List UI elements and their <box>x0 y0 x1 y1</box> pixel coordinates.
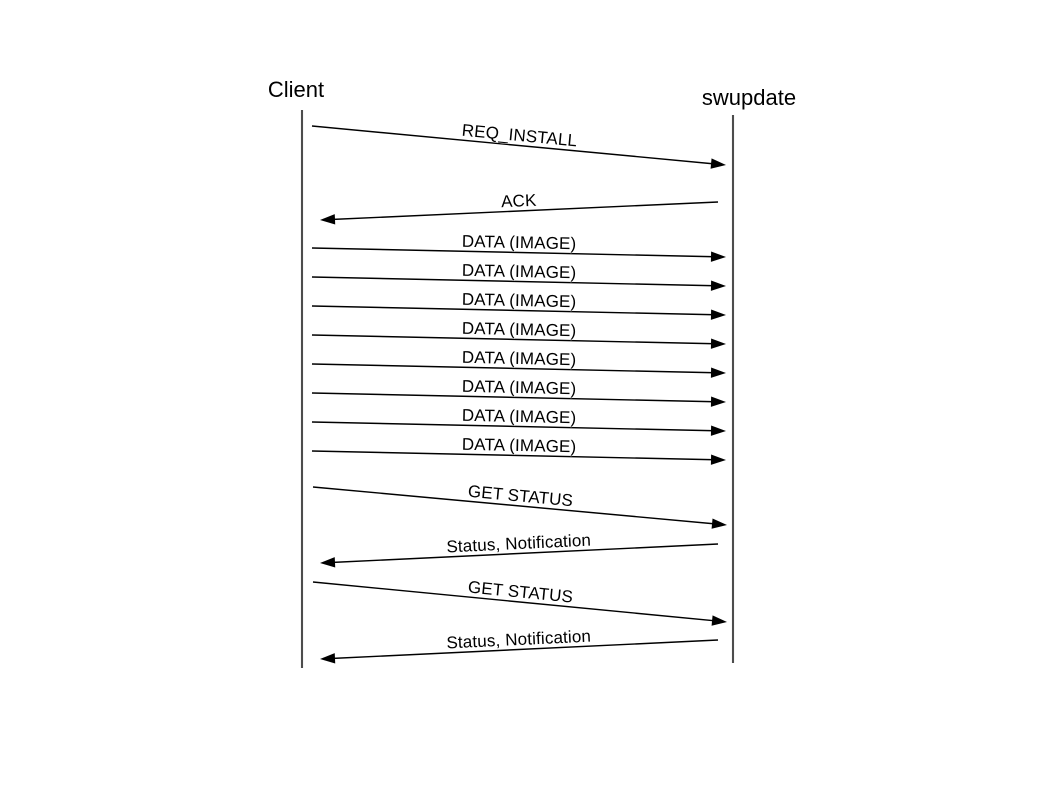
message-line <box>311 125 716 165</box>
message-arrowhead <box>710 280 726 291</box>
message-label-halo: DATA (IMAGE) <box>462 406 577 427</box>
message-label-halo: DATA (IMAGE) <box>462 232 577 253</box>
message-line <box>312 581 717 622</box>
message-line <box>330 543 719 564</box>
message-10-right: DATA (IMAGE)DATA (IMAGE) <box>311 434 726 465</box>
message-label-halo: DATA (IMAGE) <box>462 377 577 398</box>
message-line <box>311 363 716 374</box>
message-3-right: DATA (IMAGE)DATA (IMAGE) <box>311 231 726 262</box>
message-5-right: DATA (IMAGE)DATA (IMAGE) <box>311 289 726 320</box>
message-line <box>311 334 716 345</box>
message-line <box>311 305 716 316</box>
message-arrowhead <box>320 653 336 664</box>
message-line <box>312 486 717 525</box>
message-line <box>330 639 719 660</box>
message-arrowhead <box>710 425 726 436</box>
message-label: DATA (IMAGE) <box>462 232 577 253</box>
message-arrowhead <box>710 367 726 378</box>
message-arrowhead <box>710 338 726 349</box>
participant-swupdate: swupdate <box>702 85 796 663</box>
message-9-right: DATA (IMAGE)DATA (IMAGE) <box>311 405 726 436</box>
message-line <box>311 247 716 258</box>
message-arrowhead <box>711 518 727 529</box>
participant-label-swupdate: swupdate <box>702 85 796 110</box>
message-label-halo: ACK <box>501 191 538 212</box>
message-4-right: DATA (IMAGE)DATA (IMAGE) <box>311 260 726 291</box>
message-label-halo: DATA (IMAGE) <box>462 435 577 456</box>
message-line <box>330 201 719 221</box>
message-line <box>311 450 716 461</box>
message-line <box>311 392 716 403</box>
message-label: DATA (IMAGE) <box>462 261 577 282</box>
message-line <box>311 276 716 287</box>
message-arrowhead <box>710 158 726 169</box>
message-arrowhead <box>320 214 336 225</box>
message-label: DATA (IMAGE) <box>462 377 577 398</box>
message-label: DATA (IMAGE) <box>462 290 577 311</box>
message-6-right: DATA (IMAGE)DATA (IMAGE) <box>311 318 726 349</box>
message-label: DATA (IMAGE) <box>462 435 577 456</box>
message-label: DATA (IMAGE) <box>462 319 577 340</box>
message-label-halo: DATA (IMAGE) <box>462 261 577 282</box>
message-8-right: DATA (IMAGE)DATA (IMAGE) <box>311 376 726 407</box>
message-arrowhead <box>710 454 726 465</box>
message-arrowhead <box>710 251 726 262</box>
participant-label-client: Client <box>268 77 324 102</box>
message-label: DATA (IMAGE) <box>462 348 577 369</box>
message-arrowhead <box>710 309 726 320</box>
message-arrowhead <box>320 557 336 568</box>
message-line <box>311 421 716 432</box>
participants-layer: Client swupdate <box>268 77 796 668</box>
message-arrowhead <box>710 396 726 407</box>
participant-client: Client <box>268 77 324 668</box>
message-arrowhead <box>711 615 727 626</box>
message-label: DATA (IMAGE) <box>462 406 577 427</box>
message-label: ACK <box>501 191 538 212</box>
message-label-halo: DATA (IMAGE) <box>462 290 577 311</box>
message-label-halo: DATA (IMAGE) <box>462 348 577 369</box>
message-label-halo: DATA (IMAGE) <box>462 319 577 340</box>
message-7-right: DATA (IMAGE)DATA (IMAGE) <box>311 347 726 378</box>
